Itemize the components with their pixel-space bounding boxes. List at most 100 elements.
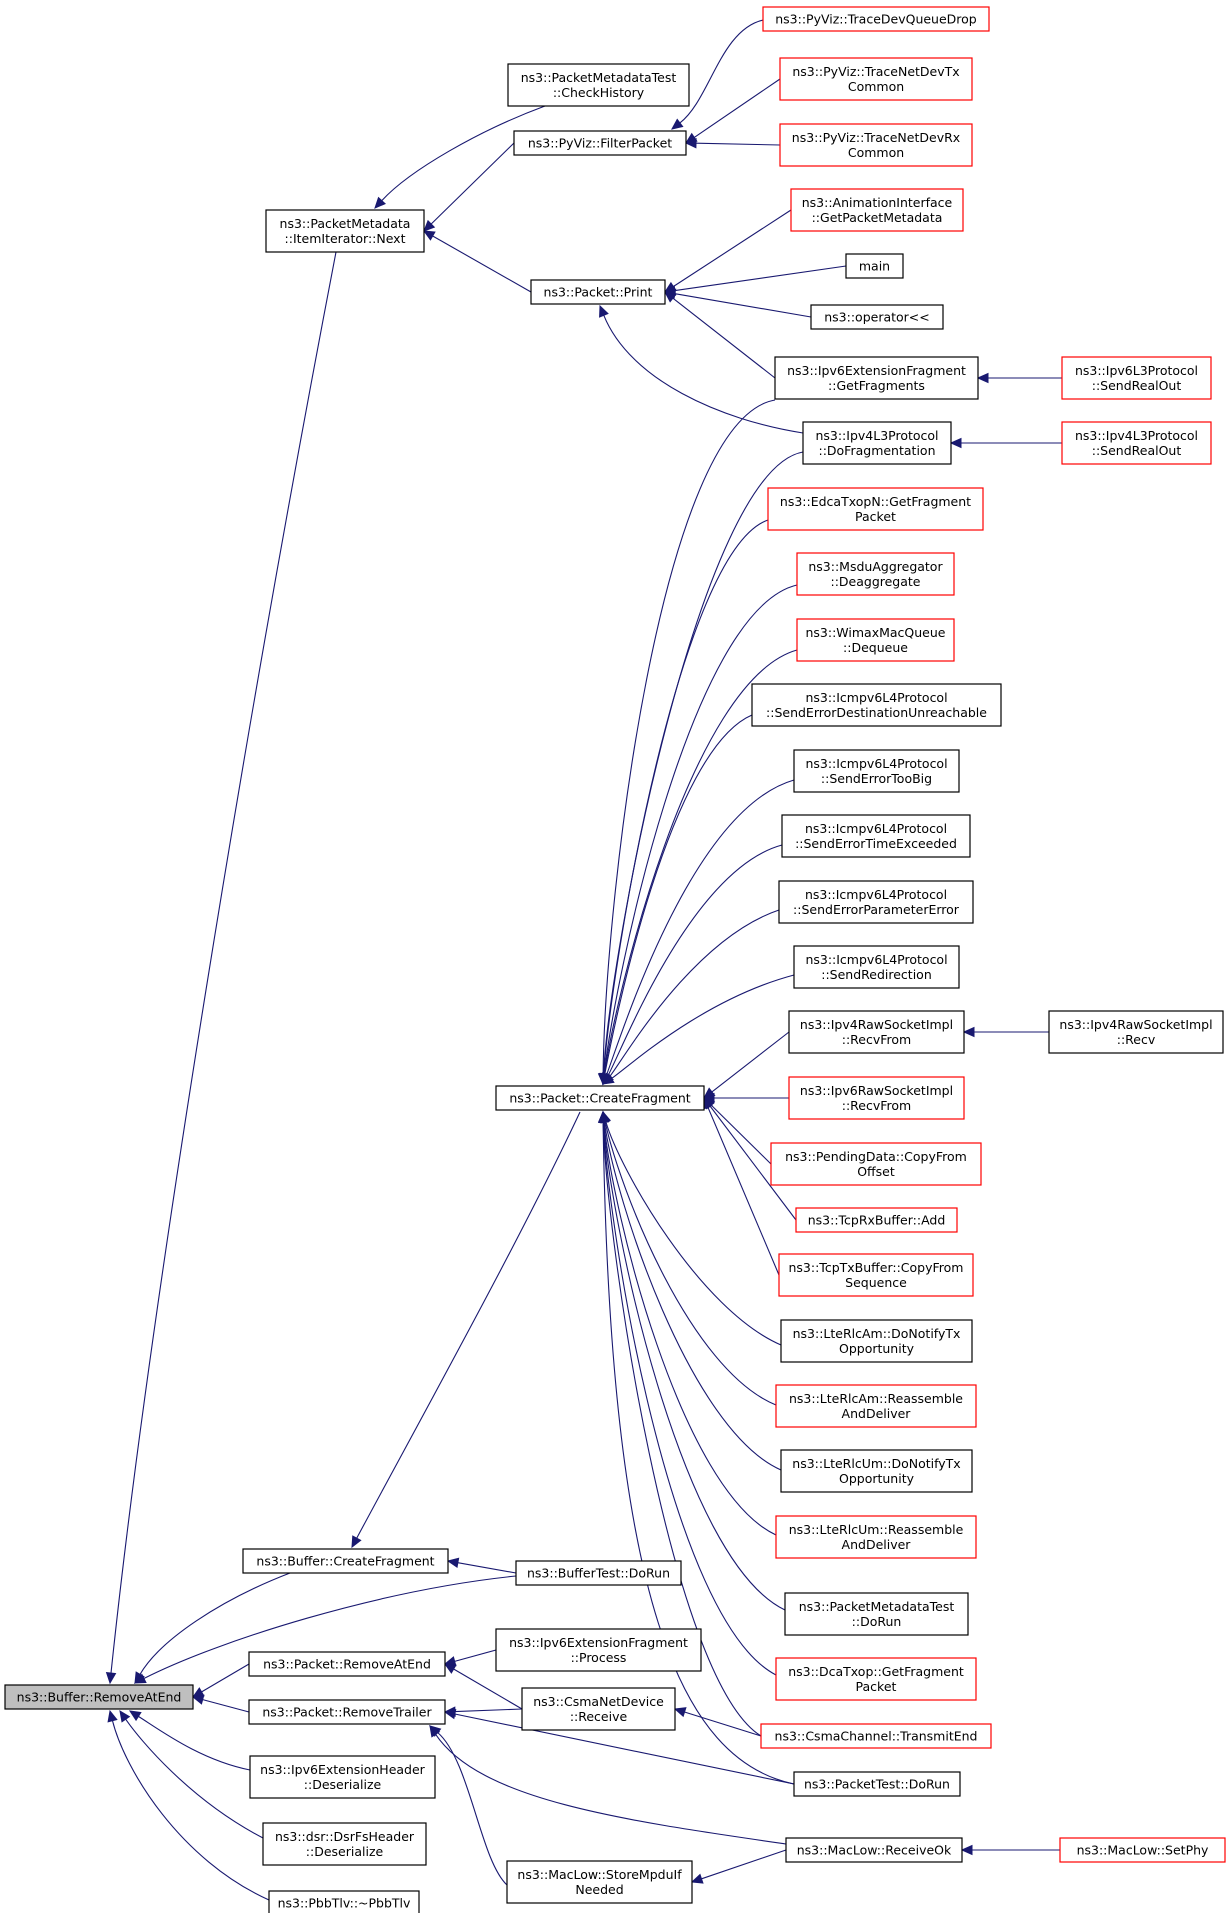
node-anim[interactable]: ns3::AnimationInterface::GetPacketMetada… <box>790 188 964 232</box>
node-box-rlcam-ra <box>775 1384 977 1428</box>
node-label-ipv6ef-gf-line2: ::GetFragments <box>828 378 925 393</box>
node-icmp-sete[interactable]: ns3::Icmpv6L4Protocol::SendErrorTimeExce… <box>781 814 971 858</box>
node-label-ipv4raw-r-line2: ::Recv <box>1117 1032 1156 1047</box>
node-ipv4l3-sro[interactable]: ns3::Ipv4L3Protocol::SendRealOut <box>1061 421 1212 465</box>
node-label-pbbtlv-line1: ns3::PbbTlv::~PbbTlv <box>278 1896 411 1911</box>
node-main[interactable]: main <box>845 253 904 279</box>
arrowhead-pbbtlv-to-root <box>107 1709 118 1723</box>
node-label-maclow-sp-line1: ns3::MacLow::SetPhy <box>1077 1843 1209 1858</box>
arrowhead-pkt-cf-to-buf-cf <box>351 1535 362 1549</box>
node-ipv6ef-gf[interactable]: ns3::Ipv6ExtensionFragment::GetFragments <box>774 356 979 400</box>
node-label-ipv6ef-p-line1: ns3::Ipv6ExtensionFragment <box>509 1635 688 1650</box>
node-ipv4l3-df[interactable]: ns3::Ipv4L3Protocol::DoFragmentation <box>802 421 952 465</box>
node-ipv6eh[interactable]: ns3::Ipv6ExtensionHeader::Deserialize <box>249 1755 436 1799</box>
node-icmp-sr[interactable]: ns3::Icmpv6L4Protocol::SendRedirection <box>793 945 960 989</box>
edge-ipv4raw-rf-to-pkt-cf <box>711 1031 790 1093</box>
node-box-pyviz-filter <box>513 130 687 156</box>
node-csma-ch[interactable]: ns3::CsmaChannel::TransmitEnd <box>760 1723 992 1749</box>
node-pyviz-filter[interactable]: ns3::PyViz::FilterPacket <box>513 130 687 156</box>
node-label-csma-dev-line1: ns3::CsmaNetDevice <box>533 1694 664 1709</box>
node-msdu[interactable]: ns3::MsduAggregator::Deaggregate <box>796 552 955 596</box>
node-label-rlcam-ra-line1: ns3::LteRlcAm::Reassemble <box>789 1391 963 1406</box>
edge-ipv6ef-p-to-pkt-rae <box>454 1649 497 1662</box>
edge-icmp-sedu-to-pkt-cf <box>604 714 753 1075</box>
node-tcprx[interactable]: ns3::TcpRxBuffer::Add <box>795 1207 958 1233</box>
node-wimax[interactable]: ns3::WimaxMacQueue::Dequeue <box>796 618 955 662</box>
arrowhead-buftest-to-buf-cf <box>446 1557 460 1569</box>
node-label-edca-line1: ns3::EdcaTxopN::GetFragment <box>780 494 971 509</box>
node-label-icmp-setb-line2: ::SendErrorTooBig <box>821 771 932 786</box>
node-label-icmp-sr-line2: ::SendRedirection <box>821 967 932 982</box>
node-icmp-sedu[interactable]: ns3::Icmpv6L4Protocol::SendErrorDestinat… <box>751 683 1002 727</box>
node-label-icmp-sepe-line1: ns3::Icmpv6L4Protocol <box>805 887 947 902</box>
node-pmtest-ch[interactable]: ns3::PacketMetadataTest::CheckHistory <box>507 63 690 107</box>
edge-pyviz-rx-to-pyviz-filter <box>695 142 781 146</box>
node-box-ipv4raw-rf <box>788 1010 965 1054</box>
edge-rlcum-dn-to-pkt-cf <box>603 1121 782 1471</box>
node-box-main <box>845 253 904 279</box>
arrowhead-pyviz-rx-to-pyviz-filter <box>684 137 697 149</box>
edge-ipv6ef-gf-to-pkt-print <box>672 297 776 379</box>
node-ipv6l3[interactable]: ns3::Ipv6L3Protocol::SendRealOut <box>1061 356 1212 400</box>
node-label-csma-ch-line1: ns3::CsmaChannel::TransmitEnd <box>775 1729 978 1744</box>
node-op-ll[interactable]: ns3::operator<< <box>810 304 944 330</box>
node-buf-cf[interactable]: ns3::Buffer::CreateFragment <box>242 1548 449 1574</box>
node-pkttest[interactable]: ns3::PacketTest::DoRun <box>793 1771 961 1797</box>
node-pkt-print[interactable]: ns3::Packet::Print <box>530 279 666 305</box>
node-label-pmtest-ch-line1: ns3::PacketMetadataTest <box>521 70 677 85</box>
edge-maclow-ro-to-pkt-rt <box>435 1733 787 1845</box>
node-maclow-sp[interactable]: ns3::MacLow::SetPhy <box>1059 1837 1226 1863</box>
node-pm-next[interactable]: ns3::PacketMetadata::ItemIterator::Next <box>265 209 425 253</box>
node-label-pm-next-line2: ::ItemIterator::Next <box>285 231 406 246</box>
node-icmp-sepe[interactable]: ns3::Icmpv6L4Protocol::SendErrorParamete… <box>778 880 974 924</box>
node-box-pkt-cf <box>495 1085 705 1111</box>
node-pyviz-tdqd[interactable]: ns3::PyViz::TraceDevQueueDrop <box>762 6 990 32</box>
node-csma-dev[interactable]: ns3::CsmaNetDevice::Receive <box>521 1687 676 1731</box>
edge-pkt-cf-to-buf-cf <box>356 1111 581 1539</box>
node-pkt-cf[interactable]: ns3::Packet::CreateFragment <box>495 1085 705 1111</box>
node-ipv4raw-rf[interactable]: ns3::Ipv4RawSocketImpl::RecvFrom <box>788 1010 965 1054</box>
node-ipv4raw-r[interactable]: ns3::Ipv4RawSocketImpl::Recv <box>1048 1010 1224 1054</box>
node-box-maclow-ro <box>785 1837 963 1863</box>
node-label-rlcam-dn-line1: ns3::LteRlcAm::DoNotifyTx <box>793 1326 961 1341</box>
edge-icmp-sepe-to-pkt-cf <box>609 909 780 1077</box>
node-ipv6raw-rf[interactable]: ns3::Ipv6RawSocketImpl::RecvFrom <box>788 1076 965 1120</box>
node-ipv6ef-p[interactable]: ns3::Ipv6ExtensionFragment::Process <box>495 1628 702 1672</box>
node-label-buf-cf-line1: ns3::Buffer::CreateFragment <box>256 1554 434 1569</box>
edge-csma-dev-to-pkt-rt <box>454 1708 523 1713</box>
node-label-pyviz-rx-line2: Common <box>848 145 904 160</box>
node-label-ipv6l3-line2: ::SendRealOut <box>1092 378 1182 393</box>
edge-buftest-to-root <box>143 1575 517 1679</box>
node-label-msdu-line2: ::Deaggregate <box>830 574 920 589</box>
node-pbbtlv[interactable]: ns3::PbbTlv::~PbbTlv <box>268 1890 420 1913</box>
node-pkt-rt[interactable]: ns3::Packet::RemoveTrailer <box>248 1699 446 1725</box>
arrowhead-pkttest-to-pkt-cf <box>597 1110 609 1123</box>
node-label-ipv4raw-rf-line1: ns3::Ipv4RawSocketImpl <box>800 1017 953 1032</box>
node-maclow-ro[interactable]: ns3::MacLow::ReceiveOk <box>785 1837 963 1863</box>
node-pkt-rae[interactable]: ns3::Packet::RemoveAtEnd <box>248 1651 446 1677</box>
node-label-anim-line1: ns3::AnimationInterface <box>802 195 953 210</box>
node-icmp-setb[interactable]: ns3::Icmpv6L4Protocol::SendErrorTooBig <box>793 749 960 793</box>
node-buftest[interactable]: ns3::BufferTest::DoRun <box>515 1560 682 1586</box>
node-box-pending <box>770 1142 982 1186</box>
node-label-icmp-sete-line2: ::SendErrorTimeExceeded <box>795 836 957 851</box>
node-pmtest-dr[interactable]: ns3::PacketMetadataTest::DoRun <box>784 1592 969 1636</box>
node-label-ipv4l3-sro-line1: ns3::Ipv4L3Protocol <box>1075 428 1198 443</box>
edge-ipv6ef-gf-to-pkt-cf <box>602 399 776 1075</box>
edge-pkttest-to-pkt-cf <box>602 1121 795 1785</box>
node-label-msdu-line1: ns3::MsduAggregator <box>808 559 943 574</box>
node-dsr[interactable]: ns3::dsr::DsrFsHeader::Deserialize <box>262 1822 427 1866</box>
node-box-anim <box>790 188 964 232</box>
node-box-ipv6raw-rf <box>788 1076 965 1120</box>
